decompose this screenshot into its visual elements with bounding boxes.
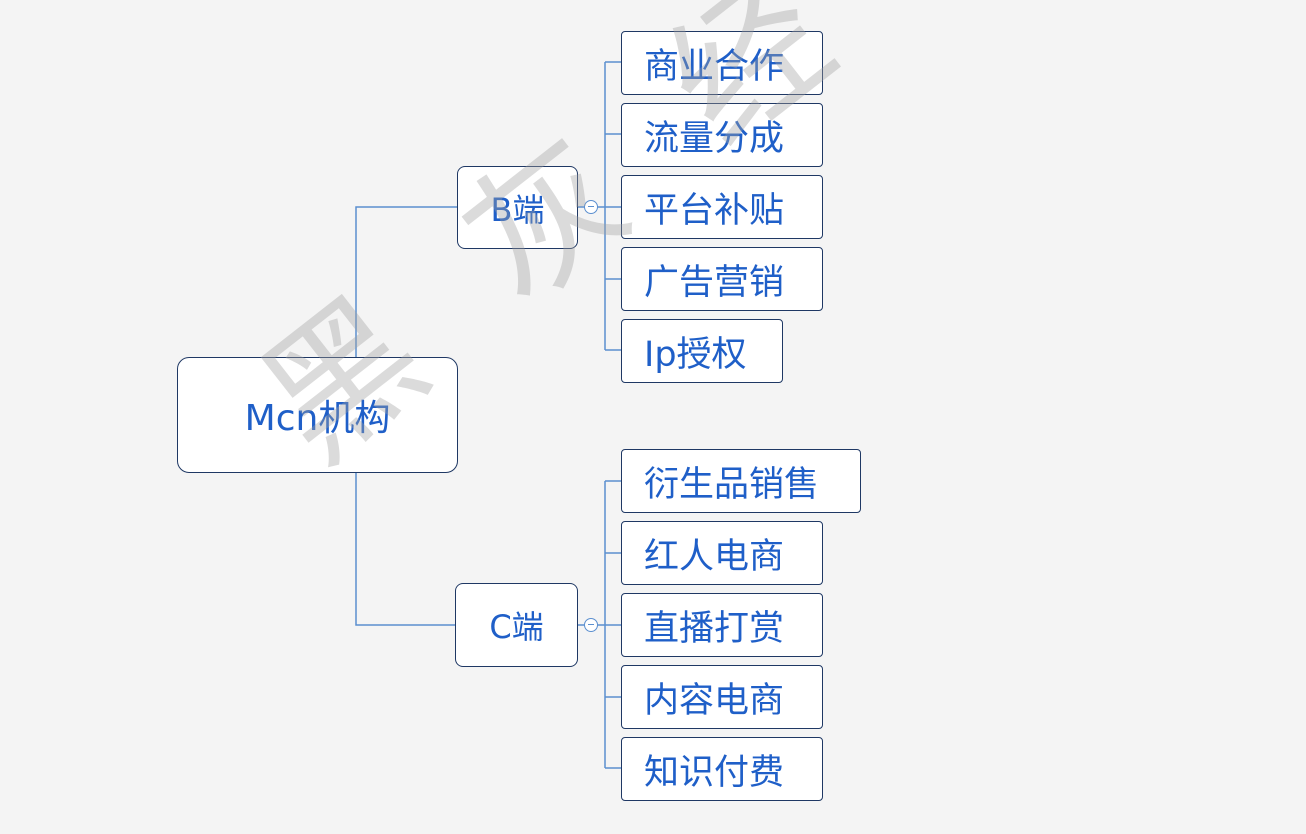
branch-node-c: C端: [455, 583, 578, 667]
leaf-node: 衍生品销售: [621, 449, 861, 513]
branch-node-b: B端: [457, 166, 578, 249]
leaf-label: 内容电商: [644, 680, 785, 721]
collapse-toggle-c-icon[interactable]: [584, 618, 598, 632]
leaf-label: 知识付费: [644, 752, 785, 793]
branch-b-label: B端: [490, 190, 545, 229]
leaf-node: 知识付费: [621, 737, 823, 801]
leaf-node: 商业合作: [621, 31, 823, 95]
leaf-node: Ip授权: [621, 319, 783, 383]
leaf-node: 平台补贴: [621, 175, 823, 239]
leaf-node: 红人电商: [621, 521, 823, 585]
leaf-label: 商业合作: [644, 46, 785, 87]
connector-root-c: [355, 473, 456, 626]
leaf-label: 红人电商: [644, 536, 785, 577]
leaf-label: Ip授权: [644, 334, 747, 375]
root-node: Mcn机构: [177, 357, 458, 473]
leaf-label: 直播打赏: [644, 608, 785, 649]
leaf-node: 直播打赏: [621, 593, 823, 657]
leaf-node: 广告营销: [621, 247, 823, 311]
leaf-node: 流量分成: [621, 103, 823, 167]
leaf-label: 衍生品销售: [644, 464, 820, 505]
root-label: Mcn机构: [244, 398, 391, 439]
branch-c-label: C端: [489, 608, 544, 646]
collapse-toggle-b-icon[interactable]: [584, 200, 598, 214]
leaf-node: 内容电商: [621, 665, 823, 729]
leaf-label: 平台补贴: [644, 190, 785, 231]
leaf-label: 流量分成: [644, 118, 785, 159]
leaf-label: 广告营销: [644, 262, 785, 303]
connector-root-b: [355, 206, 458, 357]
